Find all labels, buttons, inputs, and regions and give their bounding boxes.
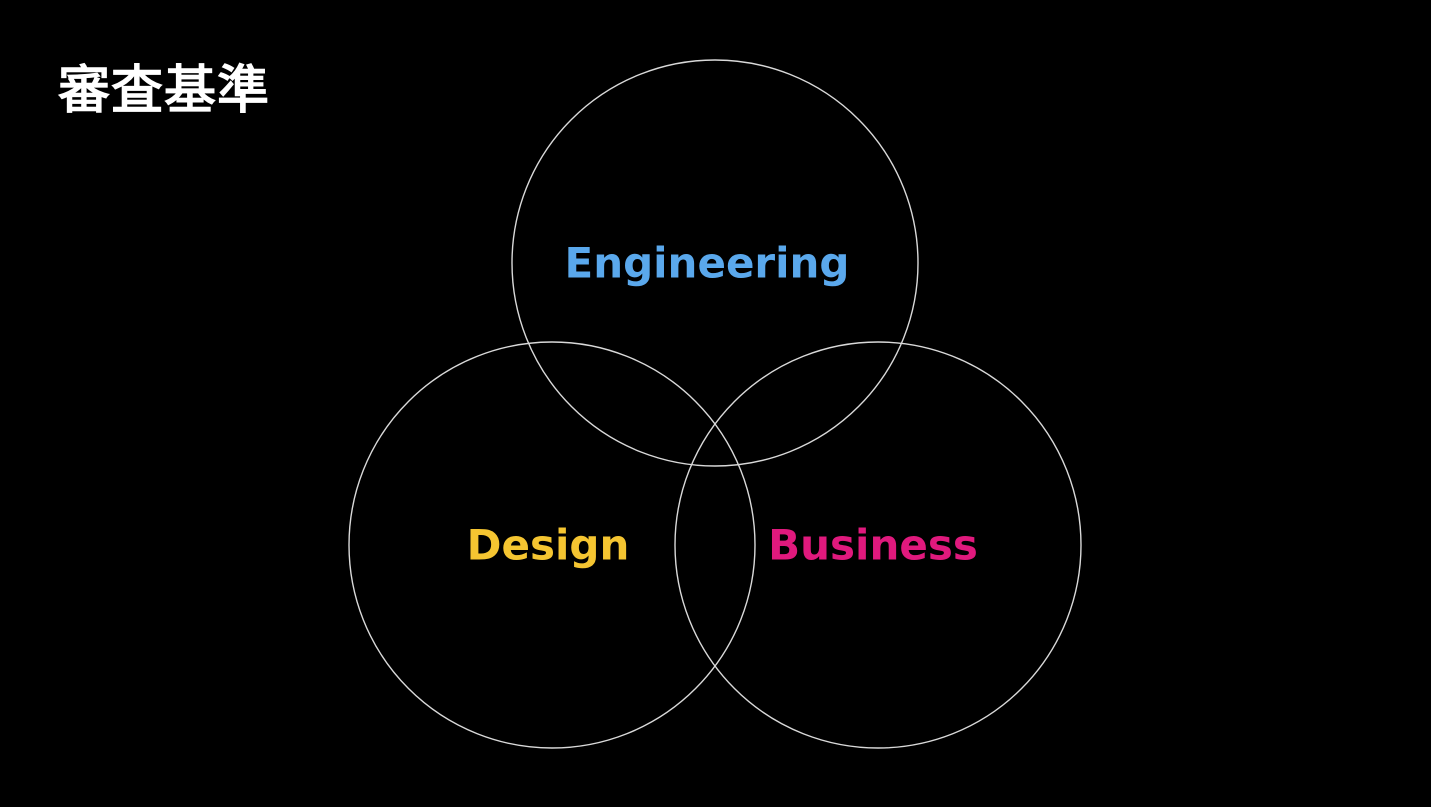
business-label: Business [768,521,978,570]
business-circle [674,341,1082,749]
design-circle [348,341,756,749]
engineering-label: Engineering [565,239,850,288]
engineering-circle [511,59,919,467]
page-title: 審査基準 [58,61,271,121]
design-label: Design [467,521,630,570]
